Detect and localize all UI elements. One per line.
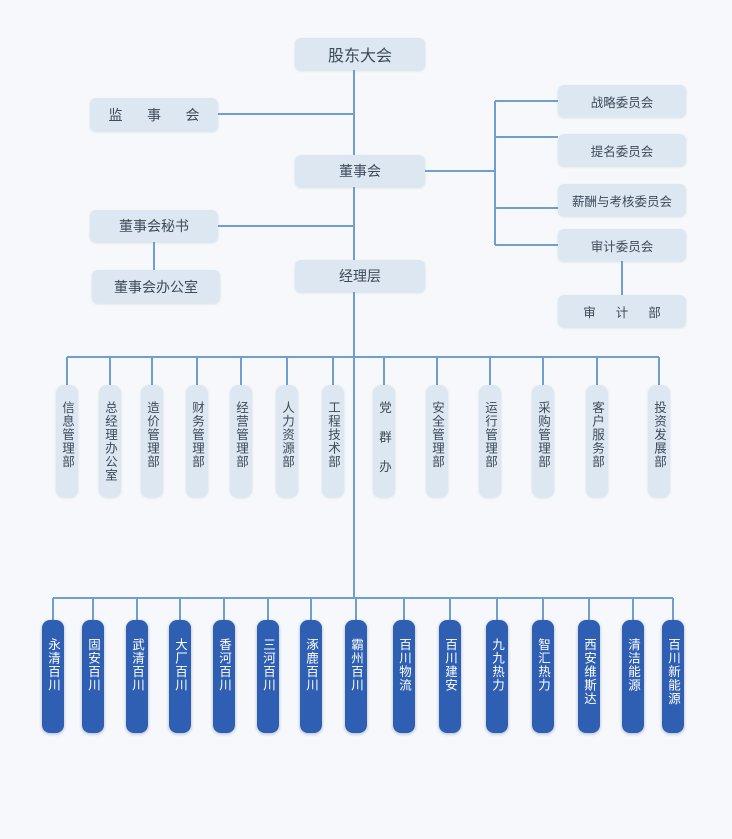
dept-safety-node: 安全管理部	[426, 385, 448, 497]
department-label: 人力资源部	[280, 401, 295, 469]
board-of-supervisors-node: 监 事 会	[90, 98, 218, 131]
compensation-committee-node: 薪酬与考核委员会	[558, 184, 686, 216]
subsidiary-label: 九九热力	[490, 638, 505, 692]
subsidiary-node: 百川建安	[439, 620, 461, 733]
subsidiary-label: 武清百川	[130, 638, 145, 692]
subsidiary-node: 涿鹿百川	[300, 620, 322, 733]
management-node: 经理层	[295, 260, 425, 292]
subsidiary-node: 永清百川	[42, 620, 64, 733]
dept-customer-node: 客户服务部	[586, 385, 608, 497]
subsidiary-label: 霸州百川	[349, 638, 364, 692]
subsidiary-label: 固安百川	[86, 638, 101, 692]
subsidiary-label: 西安维斯达	[582, 638, 597, 706]
audit-committee-node: 审计委员会	[558, 229, 686, 261]
subsidiary-label: 智汇热力	[536, 638, 551, 692]
dept-info-node: 信息管理部	[56, 385, 78, 497]
department-label: 造价管理部	[145, 401, 160, 469]
department-label: 总经理办公室	[103, 401, 118, 482]
audit-department-node: 审 计 部	[558, 295, 686, 327]
dept-party-node: 党 群 办	[373, 385, 395, 497]
department-label: 财务管理部	[190, 401, 205, 469]
department-label: 党 群 办	[377, 401, 392, 474]
subsidiary-node: 香河百川	[213, 620, 235, 733]
department-label: 采购管理部	[536, 401, 551, 469]
strategy-committee-node: 战略委员会	[558, 85, 686, 117]
dept-investment-node: 投资发展部	[648, 385, 670, 497]
subsidiary-node: 大厂百川	[169, 620, 191, 733]
shareholders-meeting-node: 股东大会	[295, 38, 425, 70]
subsidiary-node: 智汇热力	[532, 620, 554, 733]
department-label: 工程技术部	[326, 401, 341, 469]
dept-gm-office-node: 总经理办公室	[99, 385, 121, 497]
board-secretary-node: 董事会秘书	[90, 210, 218, 242]
subsidiary-node: 九九热力	[486, 620, 508, 733]
subsidiary-node: 固安百川	[82, 620, 104, 733]
subsidiary-node: 西安维斯达	[578, 620, 600, 733]
dept-finance-node: 财务管理部	[186, 385, 208, 497]
subsidiary-label: 永清百川	[46, 638, 61, 692]
subsidiary-label: 大厂百川	[173, 638, 188, 692]
dept-cost-node: 造价管理部	[141, 385, 163, 497]
department-label: 客户服务部	[590, 401, 605, 469]
dept-procurement-node: 采购管理部	[532, 385, 554, 497]
subsidiary-label: 三河百川	[261, 638, 276, 692]
department-label: 信息管理部	[60, 401, 75, 469]
board-office-node: 董事会办公室	[92, 270, 220, 303]
subsidiary-node: 百川新能源	[662, 620, 684, 733]
subsidiary-label: 百川新能源	[666, 638, 681, 706]
subsidiary-label: 清洁能源	[626, 638, 641, 692]
department-label: 安全管理部	[430, 401, 445, 469]
dept-engineering-node: 工程技术部	[322, 385, 344, 497]
dept-operation-node: 运行管理部	[479, 385, 501, 497]
subsidiary-label: 百川物流	[397, 638, 412, 692]
dept-hr-node: 人力资源部	[276, 385, 298, 497]
subsidiary-label: 涿鹿百川	[304, 638, 319, 692]
subsidiary-node: 武清百川	[126, 620, 148, 733]
department-label: 经营管理部	[234, 401, 249, 469]
dept-business-node: 经营管理部	[230, 385, 252, 497]
department-label: 运行管理部	[483, 401, 498, 469]
board-of-directors-node: 董事会	[295, 155, 425, 187]
subsidiary-node: 霸州百川	[345, 620, 367, 733]
subsidiary-node: 三河百川	[257, 620, 279, 733]
subsidiary-label: 百川建安	[443, 638, 458, 692]
subsidiary-node: 百川物流	[393, 620, 415, 733]
subsidiary-node: 清洁能源	[622, 620, 644, 733]
subsidiary-label: 香河百川	[217, 638, 232, 692]
nomination-committee-node: 提名委员会	[558, 134, 686, 166]
department-label: 投资发展部	[652, 401, 667, 469]
